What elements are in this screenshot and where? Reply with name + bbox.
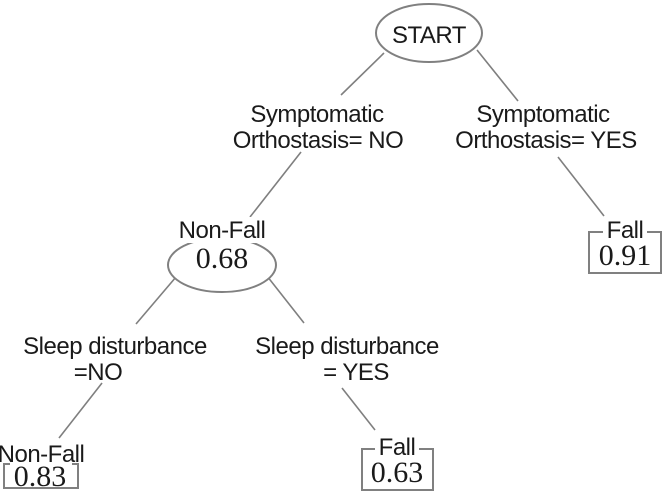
start-node-ellipse — [375, 3, 483, 63]
fall-063-label-knockout — [375, 434, 419, 460]
branch-orthostasis-no-line1: Symptomatic — [250, 101, 384, 128]
branch-label-orthostasis-yes: Symptomatic Orthostasis= YES — [455, 101, 637, 154]
branch-label-sleep-no: Sleep disturbance =NO — [23, 333, 207, 386]
fall-063-value: 0.63 — [371, 456, 424, 489]
nonfall-068-label-knockout — [172, 217, 272, 243]
start-node-label: START — [392, 22, 467, 49]
nonfall-083-label: Non-Fall — [0, 441, 84, 468]
branch-orthostasis-yes-line1: Symptomatic — [476, 101, 610, 128]
branch-label-orthostasis-no: Symptomatic Orthostasis= NO — [233, 101, 404, 154]
branch-sleep-no-line2: =NO — [74, 359, 123, 386]
branch-orthostasis-yes-line2: Orthostasis= YES — [455, 127, 637, 154]
nonfall-083-value: 0.83 — [14, 460, 67, 493]
edge-orthostasis-no-to-nonfall-068 — [249, 151, 302, 218]
nonfall-068-value: 0.68 — [196, 242, 249, 275]
edge-nonfall-068-to-sleep-no — [135, 276, 177, 325]
branch-sleep-yes-line2: = YES — [323, 359, 389, 386]
fall-091-label-knockout — [603, 217, 647, 243]
branch-orthostasis-no-line2: Orthostasis= NO — [233, 127, 404, 154]
branch-label-sleep-yes: Sleep disturbance = YES — [255, 333, 439, 386]
leaf-node-fall-091: Fall 0.91 — [588, 217, 662, 274]
edge-nonfall-068-to-sleep-yes — [266, 275, 305, 324]
edge-sleep-yes-to-fall-063 — [341, 387, 376, 431]
fall-063-label: Fall — [379, 434, 416, 461]
nonfall-068-label: Non-Fall — [179, 217, 266, 244]
fall-091-value: 0.91 — [599, 239, 652, 272]
fall-091-label: Fall — [607, 217, 644, 244]
start-node: START — [375, 3, 483, 63]
edge-sleep-no-to-nonfall-083 — [58, 382, 103, 439]
decision-node-nonfall-068: Non-Fall 0.68 — [167, 217, 277, 293]
edge-start-to-orthostasis-yes — [476, 49, 519, 102]
leaf-node-nonfall-083: Non-Fall 0.83 — [0, 440, 85, 493]
branch-sleep-yes-line1: Sleep disturbance — [255, 333, 439, 360]
branch-sleep-no-line1: Sleep disturbance — [23, 333, 207, 360]
edge-start-to-orthostasis-no — [340, 52, 385, 96]
leaf-node-fall-063: Fall 0.63 — [361, 434, 434, 491]
nonfall-083-label-knockout — [10, 440, 72, 468]
edge-orthostasis-yes-to-fall-091 — [557, 156, 605, 217]
